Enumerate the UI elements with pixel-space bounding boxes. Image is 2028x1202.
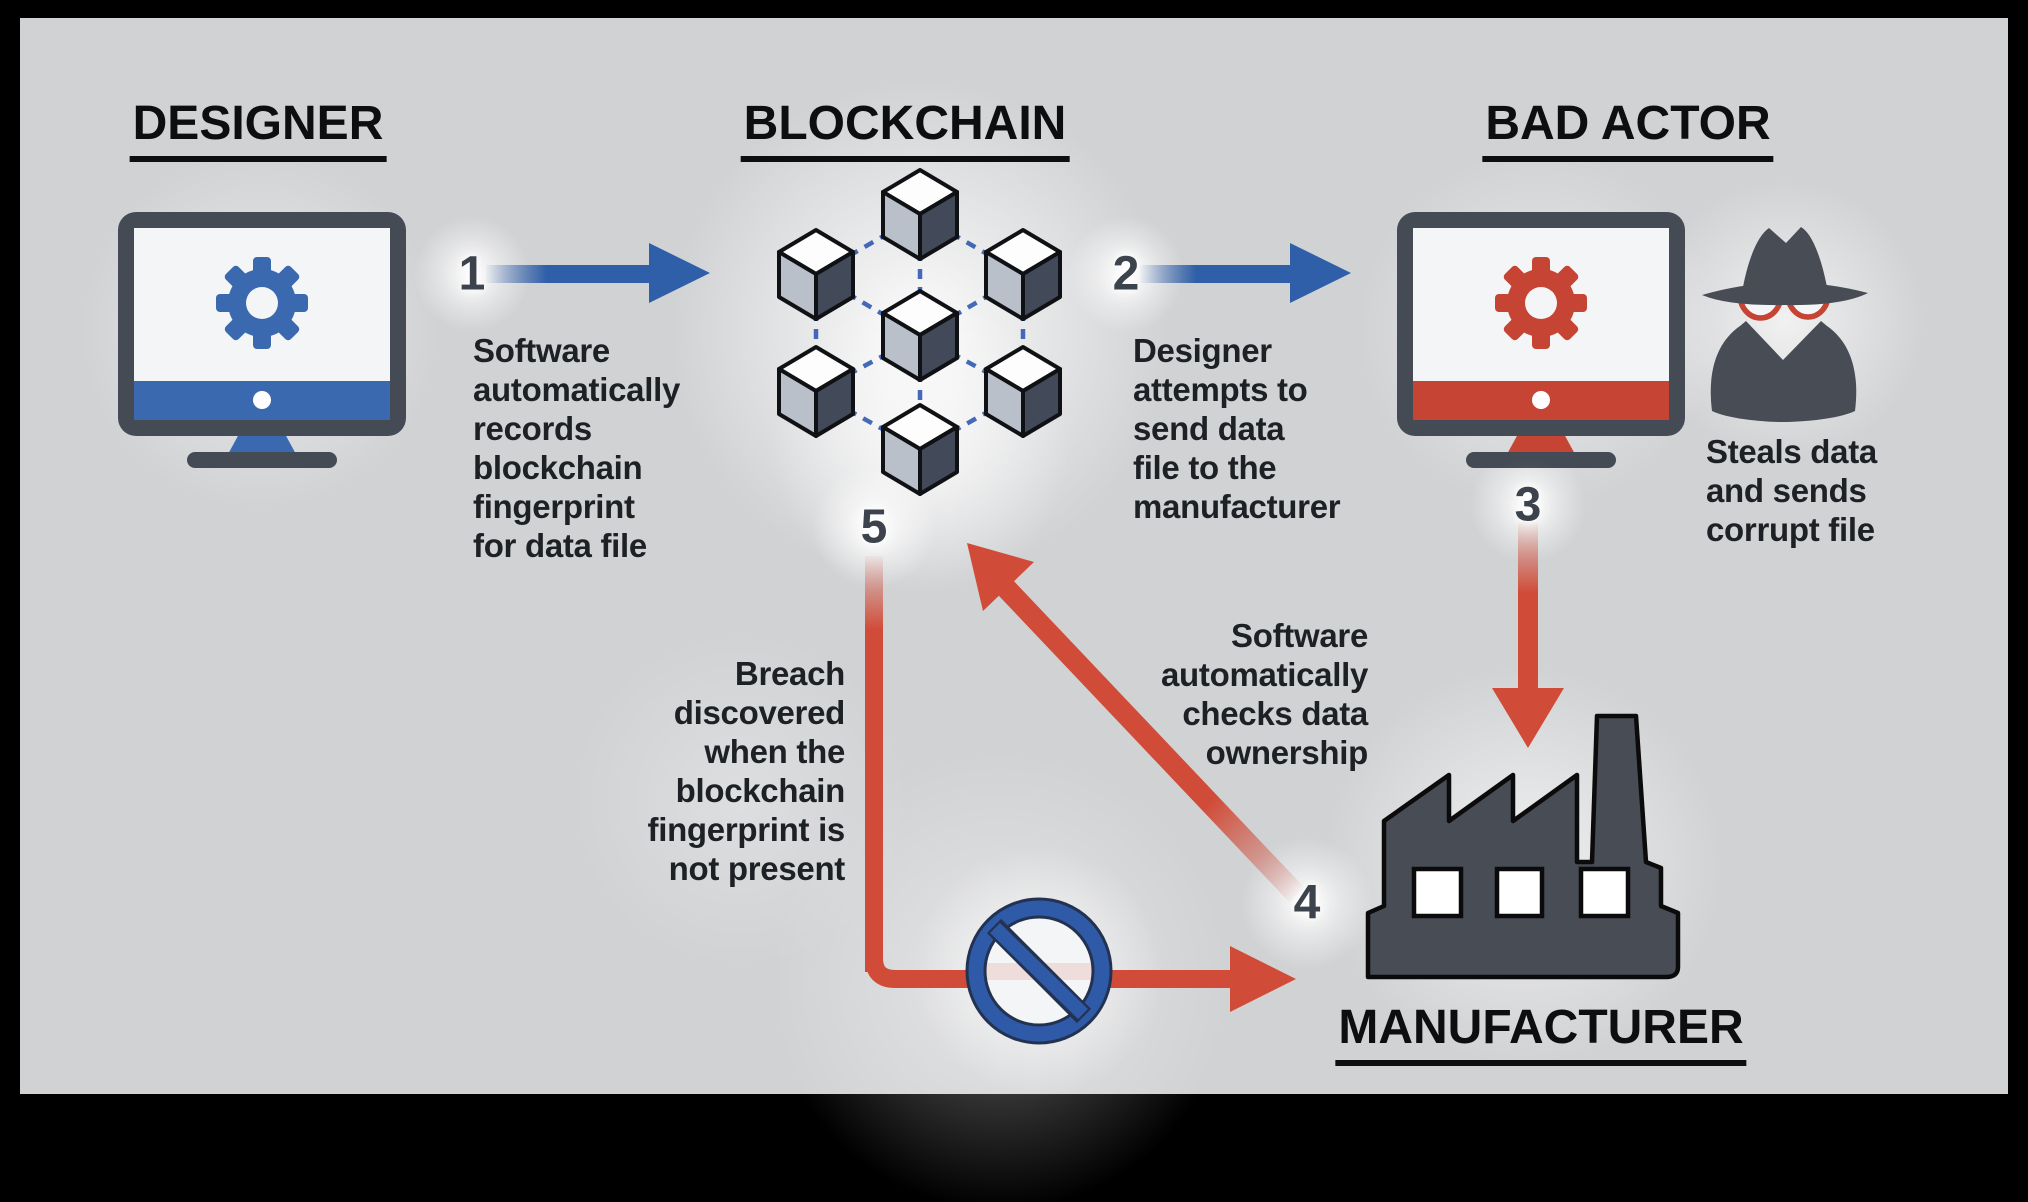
no-entry-icon <box>965 897 1113 1045</box>
step2-number: 2 <box>1112 247 1140 301</box>
spy-icon <box>1702 227 1868 422</box>
step1-caption: Software automatically records blockchai… <box>473 332 681 564</box>
step4-number: 4 <box>1293 876 1321 930</box>
step4-caption: Software automatically checks data owner… <box>1160 617 1368 771</box>
bad-actor-title-text: BAD ACTOR <box>1482 96 1774 162</box>
blockchain-title-text: BLOCKCHAIN <box>740 96 1070 162</box>
block-cube-lower-left <box>777 345 855 438</box>
gear-icon <box>216 257 308 349</box>
step3-arrow <box>1492 522 1564 748</box>
step5-caption: Breach discovered when the blockchain fi… <box>647 655 846 887</box>
step1-arrow <box>486 243 710 303</box>
spy-hat-brim <box>1702 282 1868 306</box>
designer-monitor-gear-icon <box>118 212 406 468</box>
step2-arrow <box>1140 243 1351 303</box>
step3-number: 3 <box>1514 478 1542 532</box>
block-cube-upper-right <box>984 228 1062 321</box>
cube-network-icon <box>777 168 1062 496</box>
step4-arrow <box>967 543 1305 903</box>
spy-hat-crown <box>1743 227 1827 287</box>
designer-title-text: DESIGNER <box>129 96 387 162</box>
step2-caption: Designer attempts to send data file to t… <box>1133 332 1341 525</box>
factory-window <box>1494 866 1545 919</box>
bad-actor-monitor-gear-icon <box>1397 212 1685 468</box>
step1-number: 1 <box>458 247 486 301</box>
block-cube-bottom <box>881 403 959 496</box>
block-cube-center <box>881 289 959 382</box>
step5-number: 5 <box>860 500 888 554</box>
factory-icon <box>1365 713 1681 980</box>
block-cube-lower-right <box>984 345 1062 438</box>
factory-window <box>1411 866 1464 919</box>
manufacturer-title: MANUFACTURER <box>1335 1000 1747 1066</box>
bad-actor-title: BAD ACTOR <box>1482 96 1774 162</box>
block-cube-upper-left <box>777 228 855 321</box>
designer-title: DESIGNER <box>129 96 387 162</box>
manufacturer-title-text: MANUFACTURER <box>1335 1000 1747 1066</box>
step5-arrow <box>865 556 1296 1012</box>
factory-window <box>1578 866 1631 919</box>
blockchain-title: BLOCKCHAIN <box>740 96 1070 162</box>
bad-actor-caption: Steals data and sends corrupt file <box>1706 433 1877 548</box>
gear-icon <box>1495 257 1587 349</box>
block-cube-top <box>881 168 959 261</box>
